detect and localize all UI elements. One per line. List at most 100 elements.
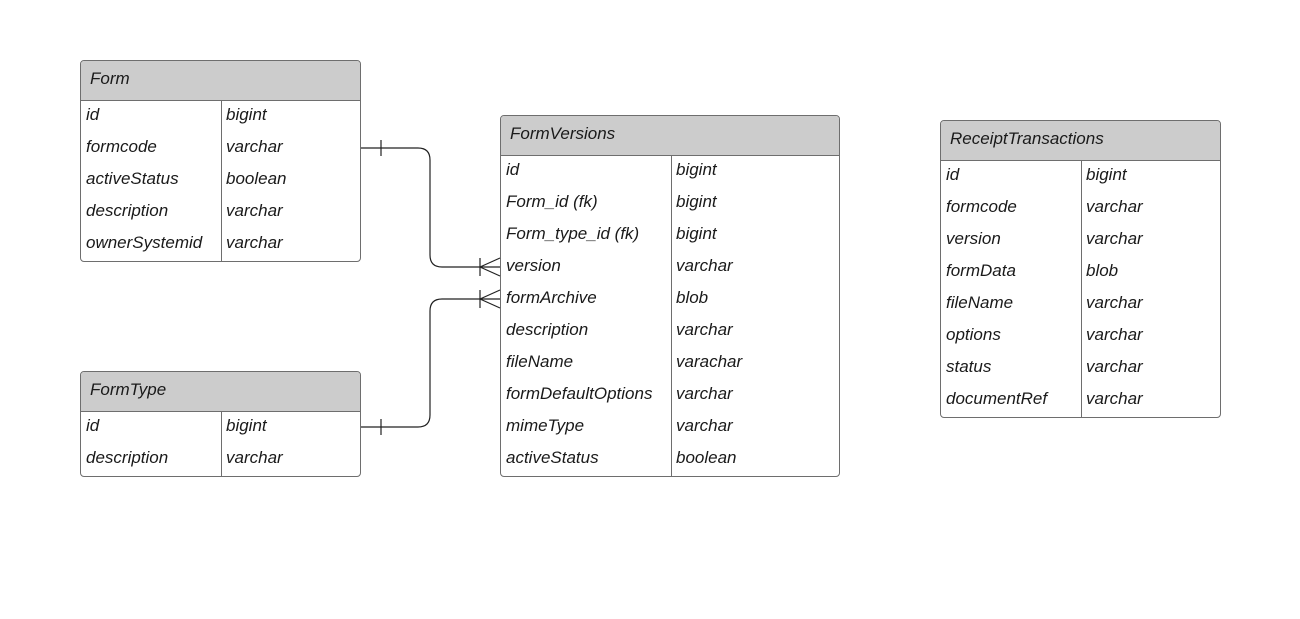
field-type: varchar xyxy=(1086,325,1143,344)
field-name: fileName xyxy=(946,293,1014,312)
field-name: ownerSystemid xyxy=(86,233,203,252)
field-name: documentRef xyxy=(946,389,1048,408)
field-row[interactable]: description varchar xyxy=(81,197,360,229)
field-row[interactable]: ownerSystemid varchar xyxy=(81,229,360,261)
field-type: varchar xyxy=(1086,197,1143,216)
field-name: Form_type_id (fk) xyxy=(506,224,640,243)
field-name: formcode xyxy=(86,137,157,156)
field-type: varchar xyxy=(676,256,733,275)
field-type: varchar xyxy=(1086,357,1143,376)
column-divider xyxy=(221,412,222,476)
field-row[interactable]: formcode varchar xyxy=(941,193,1220,225)
field-type: varchar xyxy=(1086,229,1143,248)
many-cardinality-mark xyxy=(479,266,501,277)
field-row[interactable]: options varchar xyxy=(941,321,1220,353)
field-name: fileName xyxy=(506,352,574,371)
entity-title: FormType xyxy=(81,372,360,412)
field-name: id xyxy=(946,165,960,184)
field-name: Form_id (fk) xyxy=(506,192,598,211)
field-type: boolean xyxy=(676,448,737,467)
field-type: bigint xyxy=(676,224,717,243)
field-type: bigint xyxy=(226,105,267,124)
field-type: bigint xyxy=(1086,165,1127,184)
field-name: id xyxy=(86,416,100,435)
field-name: version xyxy=(946,229,1001,248)
field-row[interactable]: Form_type_id (fk) bigint xyxy=(501,220,839,252)
field-type: varchar xyxy=(676,384,733,403)
column-divider xyxy=(221,101,222,261)
entity-form[interactable]: Form id bigint formcode varchar activeStatus… xyxy=(80,60,361,262)
field-row[interactable]: fileName varchar xyxy=(941,289,1220,321)
field-type: varchar xyxy=(676,320,733,339)
field-row[interactable]: description varchar xyxy=(501,316,839,348)
field-name: id xyxy=(506,160,520,179)
field-row[interactable]: activeStatus boolean xyxy=(81,165,360,197)
entity-receipttransactions[interactable]: ReceiptTransactions id bigint formcode varc… xyxy=(940,120,1221,418)
field-row[interactable]: id bigint xyxy=(941,161,1220,193)
field-name: description xyxy=(86,448,169,467)
field-type: varchar xyxy=(226,137,283,156)
field-name: activeStatus xyxy=(86,169,179,188)
column-divider xyxy=(1081,161,1082,417)
field-row[interactable]: formcode varchar xyxy=(81,133,360,165)
field-type: varchar xyxy=(1086,389,1143,408)
field-type: varchar xyxy=(1086,293,1143,312)
field-name: description xyxy=(86,201,169,220)
field-row[interactable]: formArchive blob xyxy=(501,284,839,316)
field-name: formcode xyxy=(946,197,1017,216)
field-row[interactable]: version varchar xyxy=(501,252,839,284)
field-name: activeStatus xyxy=(506,448,599,467)
field-row[interactable]: status varchar xyxy=(941,353,1220,385)
field-name: formData xyxy=(946,261,1016,280)
connector-line xyxy=(361,298,500,428)
field-row[interactable]: fileName varachar xyxy=(501,348,839,380)
field-row[interactable]: formData blob xyxy=(941,257,1220,289)
field-type: bigint xyxy=(226,416,267,435)
field-row[interactable]: id bigint xyxy=(81,412,360,444)
field-name: id xyxy=(86,105,100,124)
field-row[interactable]: id bigint xyxy=(81,101,360,133)
field-name: options xyxy=(946,325,1001,344)
field-type: bigint xyxy=(676,192,717,211)
field-type: bigint xyxy=(676,160,717,179)
field-row[interactable]: mimeType varchar xyxy=(501,412,839,444)
field-type: varchar xyxy=(226,233,283,252)
field-type: blob xyxy=(1086,261,1119,280)
field-row[interactable]: Form_id (fk) bigint xyxy=(501,188,839,220)
entity-formtype[interactable]: FormType id bigint description varchar xyxy=(80,371,361,477)
entity-fields: id bigint formcode varchar activeStatus boole… xyxy=(81,101,360,261)
many-cardinality-mark xyxy=(479,298,501,309)
field-name: description xyxy=(506,320,589,339)
field-type: varachar xyxy=(676,352,743,371)
connector-line xyxy=(361,147,500,268)
relationship-formtype-formversions[interactable] xyxy=(361,289,501,435)
many-cardinality-mark xyxy=(479,289,501,300)
field-row[interactable]: formDefaultOptions varchar xyxy=(501,380,839,412)
field-type: boolean xyxy=(226,169,287,188)
field-name: formArchive xyxy=(506,288,597,307)
field-name: status xyxy=(946,357,992,376)
entity-fields: id bigint description varchar xyxy=(81,412,360,476)
relationship-form-formversions[interactable] xyxy=(361,140,501,277)
field-name: version xyxy=(506,256,561,275)
entity-title: ReceiptTransactions xyxy=(941,121,1220,161)
many-cardinality-mark xyxy=(479,257,501,268)
field-name: mimeType xyxy=(506,416,585,435)
column-divider xyxy=(671,156,672,476)
field-row[interactable]: version varchar xyxy=(941,225,1220,257)
field-type: varchar xyxy=(676,416,733,435)
field-type: varchar xyxy=(226,448,283,467)
field-row[interactable]: activeStatus boolean xyxy=(501,444,839,476)
entity-title: Form xyxy=(81,61,360,101)
field-row[interactable]: description varchar xyxy=(81,444,360,476)
field-row[interactable]: id bigint xyxy=(501,156,839,188)
field-type: varchar xyxy=(226,201,283,220)
field-type: blob xyxy=(676,288,709,307)
field-name: formDefaultOptions xyxy=(506,384,653,403)
field-row[interactable]: documentRef varchar xyxy=(941,385,1220,417)
